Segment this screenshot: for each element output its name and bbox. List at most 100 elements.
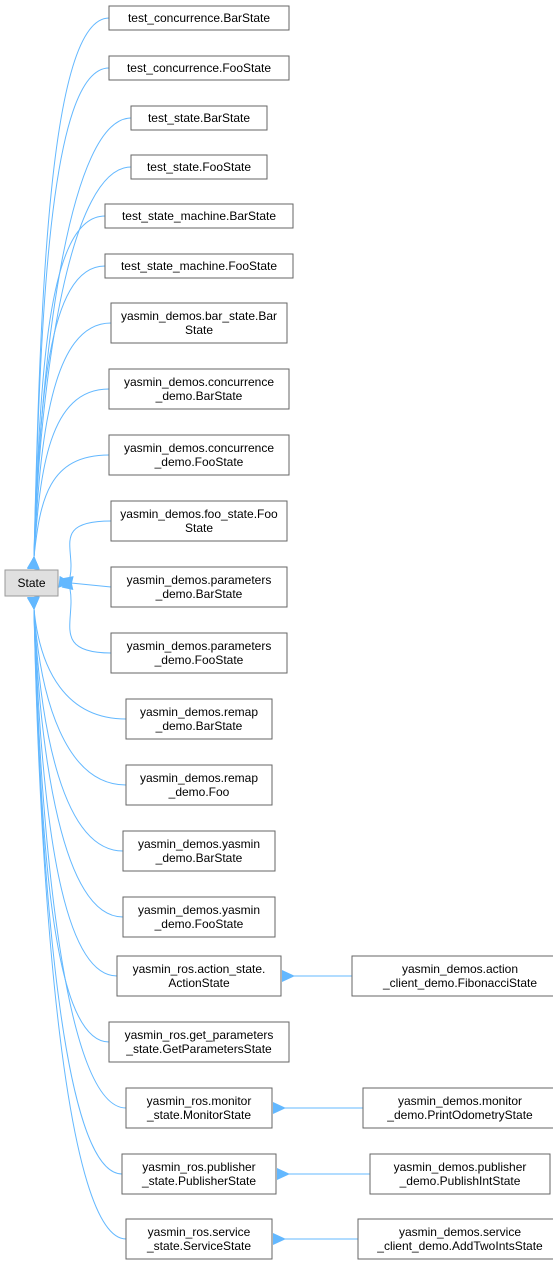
node-yasmin-demo-foostate[interactable]: yasmin_demos.yasmin_demo.FooState: [122, 896, 276, 938]
node-label-line: _demo.BarState: [155, 851, 243, 865]
node-concurrence-demo-foostate[interactable]: yasmin_demos.concurrence_demo.FooState: [108, 434, 290, 476]
node-label-line: _state.PublisherState: [141, 1174, 256, 1188]
node-box: [110, 500, 288, 542]
inheritance-edge: [61, 576, 112, 654]
node-parameters-demo-foostate[interactable]: yasmin_demos.parameters_demo.FooState: [110, 632, 288, 674]
node-label-line: _demo.FooState: [154, 455, 244, 469]
node-label-line: test_state_machine.FooState: [121, 259, 277, 273]
node-label-line: yasmin_demos.concurrence: [124, 441, 274, 455]
node-test-state-foostate[interactable]: test_state.FooState: [130, 154, 268, 180]
node-state[interactable]: State: [4, 569, 59, 597]
inheritance-edge: [26, 596, 127, 720]
node-label-line: _demo.BarState: [155, 389, 243, 403]
node-box: [351, 955, 553, 997]
node-parameters-demo-barstate[interactable]: yasmin_demos.parameters_demo.BarState: [110, 566, 288, 608]
node-box: [116, 955, 282, 997]
node-box: [108, 368, 290, 410]
node-box: [125, 764, 273, 806]
inheritance-edge: [27, 322, 112, 570]
node-box: [125, 1218, 273, 1260]
node-label-line: yasmin_demos.publisher: [394, 1160, 527, 1174]
node-yasmin-demo-barstate[interactable]: yasmin_demos.yasmin_demo.BarState: [122, 830, 276, 872]
node-label-line: yasmin_demos.yasmin: [138, 903, 260, 917]
node-box: [357, 1218, 553, 1260]
node-label-line: _demo.PrintOdometryState: [386, 1108, 533, 1122]
nodes-layer: State test_concurrence.BarState test_concu…: [4, 5, 553, 1260]
node-remap-demo-barstate[interactable]: yasmin_demos.remap_demo.BarState: [125, 698, 273, 740]
node-box: [110, 632, 288, 674]
node-label-line: _demo.Foo: [168, 785, 230, 799]
node-box: [108, 55, 290, 81]
node-test-state-machine-foostate[interactable]: test_state_machine.FooState: [104, 253, 294, 279]
node-label-line: yasmin_demos.remap: [140, 771, 258, 785]
node-label-line: _demo.BarState: [155, 587, 243, 601]
node-label-line: yasmin_demos.monitor: [398, 1094, 522, 1108]
node-box: [110, 566, 288, 608]
inheritance-edge: [27, 67, 110, 570]
node-publisher-state[interactable]: yasmin_ros.publisher_state.PublisherStat…: [121, 1153, 277, 1195]
edges-layer: [26, 17, 370, 1245]
node-box: [125, 1087, 273, 1129]
inheritance-edge: [26, 454, 110, 570]
node-test-state-machine-barstate[interactable]: test_state_machine.BarState: [104, 203, 294, 229]
node-box: [122, 896, 276, 938]
node-label-line: yasmin_ros.publisher: [142, 1160, 255, 1174]
node-get-parameters-state[interactable]: yasmin_ros.get_parameters_state.GetParam…: [108, 1021, 290, 1063]
node-label-line: State: [185, 323, 213, 337]
node-label-line: State: [17, 576, 45, 590]
node-label-line: _state.MonitorState: [146, 1108, 251, 1122]
node-foo-state-foo[interactable]: yasmin_demos.foo_state.FooState: [110, 500, 288, 542]
node-box: [108, 1021, 290, 1063]
node-box: [130, 154, 268, 180]
node-monitor-state[interactable]: yasmin_ros.monitor_state.MonitorState: [125, 1087, 273, 1129]
node-service-state[interactable]: yasmin_ros.service_state.ServiceState: [125, 1218, 273, 1260]
node-label-line: _demo.BarState: [155, 719, 243, 733]
node-label-line: test_concurrence.FooState: [127, 61, 271, 75]
node-box: [104, 253, 294, 279]
node-box: [125, 698, 273, 740]
inheritance-edge: [61, 520, 112, 590]
node-box: [121, 1153, 277, 1195]
node-test-concurrence-foostate[interactable]: test_concurrence.FooState: [108, 55, 290, 81]
inheritance-edge: [27, 265, 106, 570]
node-concurrence-demo-barstate[interactable]: yasmin_demos.concurrence_demo.BarState: [108, 368, 290, 410]
inheritance-edge: [27, 596, 124, 852]
inheritance-edge: [58, 575, 112, 588]
node-add-two-ints-state[interactable]: yasmin_demos.service_client_demo.AddTwoI…: [357, 1218, 553, 1260]
node-print-odometry-state[interactable]: yasmin_demos.monitor_demo.PrintOdometryS…: [362, 1087, 553, 1129]
node-label-line: test_concurrence.BarState: [128, 11, 270, 25]
node-fibonacci-state[interactable]: yasmin_demos.action_client_demo.Fibonacc…: [351, 955, 553, 997]
node-box: [108, 5, 290, 31]
inheritance-edge: [27, 596, 124, 918]
inheritance-edge: [27, 388, 110, 570]
node-label-line: _demo.PublishIntState: [399, 1174, 521, 1188]
node-label-line: yasmin_ros.service: [148, 1225, 251, 1239]
node-label-line: test_state.BarState: [148, 111, 250, 125]
node-label-line: _state.GetParametersState: [125, 1042, 272, 1056]
node-box: [108, 434, 290, 476]
node-label-line: yasmin_demos.parameters: [127, 573, 272, 587]
node-box: [122, 830, 276, 872]
node-label-line: yasmin_demos.action: [402, 962, 518, 976]
node-box: [110, 302, 288, 344]
node-test-concurrence-barstate[interactable]: test_concurrence.BarState: [108, 5, 290, 31]
node-label-line: _demo.FooState: [154, 917, 244, 931]
node-box: [369, 1153, 551, 1195]
node-bar-state-bar[interactable]: yasmin_demos.bar_state.BarState: [110, 302, 288, 344]
node-label-line: yasmin_demos.concurrence: [124, 375, 274, 389]
node-label-line: _state.ServiceState: [146, 1239, 251, 1253]
inheritance-edge: [27, 596, 127, 1240]
node-label-line: _client_demo.AddTwoIntsState: [376, 1239, 543, 1253]
node-label-line: yasmin_ros.monitor: [147, 1094, 252, 1108]
inheritance-edge: [27, 596, 127, 1109]
node-label-line: yasmin_demos.parameters: [127, 639, 272, 653]
node-label-line: State: [185, 521, 213, 535]
node-label-line: yasmin_ros.action_state.: [133, 962, 266, 976]
node-action-state[interactable]: yasmin_ros.action_state.ActionState: [116, 955, 282, 997]
node-publish-int-state[interactable]: yasmin_demos.publisher_demo.PublishIntSt…: [369, 1153, 551, 1195]
node-label-line: yasmin_demos.bar_state.Bar: [121, 309, 277, 323]
node-test-state-barstate[interactable]: test_state.BarState: [130, 105, 268, 131]
node-remap-demo-foo[interactable]: yasmin_demos.remap_demo.Foo: [125, 764, 273, 806]
inheritance-edge: [27, 596, 127, 786]
